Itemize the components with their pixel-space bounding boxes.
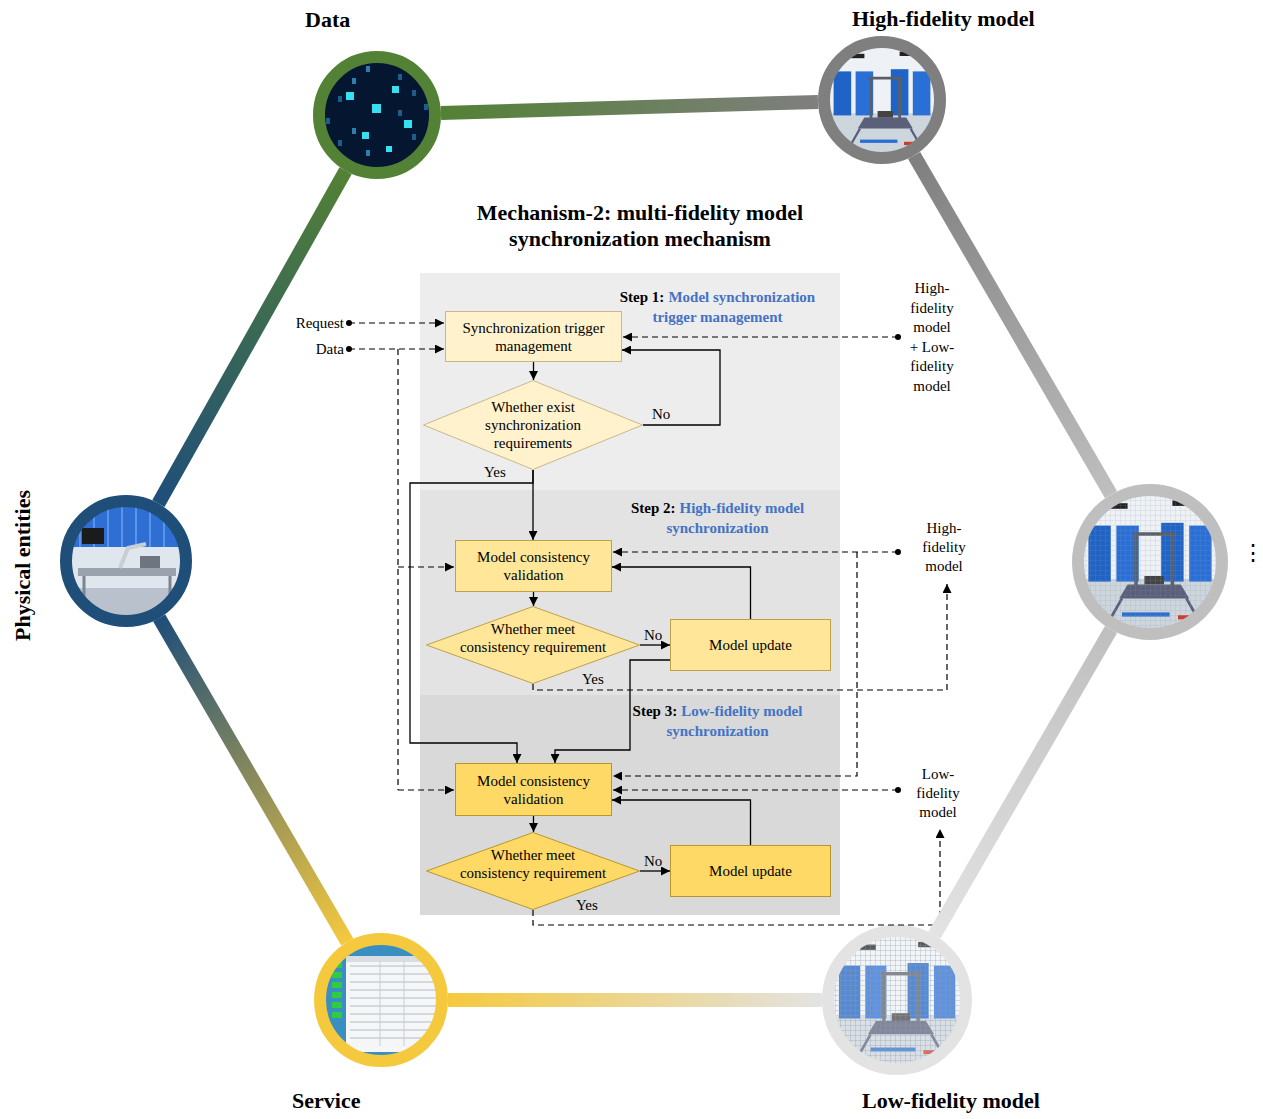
entity-circle: ⋮ — [1072, 484, 1228, 640]
edge-label: Yes — [484, 463, 506, 481]
circle-ring — [60, 495, 192, 627]
circle-ring-outline — [319, 57, 435, 173]
diamond-text-wrap: Whether meet consistency requirement — [426, 832, 640, 910]
circle-ring — [314, 933, 448, 1067]
process-box: Model consistency validation — [455, 763, 612, 816]
circle-heading: ⋮ — [1242, 540, 1263, 565]
step-heading: Step 3:Low-fidelity model synchronizatio… — [605, 701, 830, 741]
step-number: Step 2: — [631, 500, 676, 516]
circle-heading: Data — [305, 7, 350, 32]
side-label: High-fidelity model — [920, 519, 968, 576]
flow-arrow — [533, 592, 534, 606]
circle-ring — [822, 925, 972, 1075]
side-label: High-fidelity model + Low-fidelity model — [908, 279, 956, 396]
edge-label: No — [644, 626, 662, 644]
box-text: Model update — [709, 862, 792, 880]
step-heading: Step 1:Model synchronization trigger man… — [605, 287, 830, 327]
decision-diamond: Whether meet consistency requirement — [426, 832, 640, 910]
circle-ring-outline — [66, 501, 186, 621]
entity-circle: High-fidelity model — [818, 36, 946, 164]
hexagon-link — [159, 618, 347, 942]
diamond-text-wrap: Whether exist synchronization requiremen… — [423, 380, 643, 470]
diagram-title: Mechanism-2: multi-fidelity model synchr… — [440, 200, 840, 252]
edge-label: No — [652, 405, 670, 423]
decision-text: Whether exist synchronization requiremen… — [474, 398, 592, 452]
circle-heading: Physical entities — [9, 490, 34, 641]
hexagon-link — [441, 102, 818, 113]
hexagon-link — [158, 171, 345, 504]
diamond-shape — [427, 607, 640, 684]
process-box: Model consistency validation — [455, 540, 612, 592]
diamond-shape — [427, 833, 640, 910]
step-name: Model synchronization trigger management — [652, 289, 815, 325]
box-text: Model consistency validation — [462, 548, 605, 584]
circle-ring-outline — [828, 931, 966, 1069]
circle-ring-outline — [1078, 490, 1222, 634]
circle-ring-outline — [320, 939, 442, 1061]
side-label: Yes — [576, 896, 606, 914]
decision-text: Whether meet consistency requirement — [457, 846, 609, 882]
circle-heading: High-fidelity model — [852, 6, 1035, 31]
decision-text: Whether meet consistency requirement — [457, 620, 609, 656]
step-band: Step 1:Model synchronization trigger man… — [420, 273, 840, 490]
circle-ring — [818, 36, 946, 164]
process-box: Model update — [670, 845, 831, 897]
entity-circle: Physical entities — [60, 495, 192, 627]
diamond-shape — [424, 381, 643, 470]
diamond-text-wrap: Whether meet consistency requirement — [426, 606, 640, 684]
circle-ring — [1072, 484, 1228, 640]
entity-circle: Low-fidelity model — [822, 925, 972, 1075]
flow-arrow — [640, 870, 670, 871]
step-name: High-fidelity model synchronization — [666, 500, 804, 536]
circle-heading: Low-fidelity model — [862, 1088, 1040, 1113]
circle-heading: Service — [292, 1088, 360, 1113]
flow-arrow — [533, 816, 534, 832]
box-text: Synchronization trigger management — [452, 319, 615, 355]
box-text: Model consistency validation — [462, 772, 605, 808]
step-band: Step 3:Low-fidelity model synchronizatio… — [420, 695, 840, 915]
flow-arrow — [533, 362, 534, 380]
edge-label: No — [644, 852, 662, 870]
side-label: Data — [282, 340, 344, 358]
step-heading: Step 2:High-fidelity model synchronizati… — [605, 498, 830, 538]
side-label: Yes — [582, 670, 612, 688]
step-name: Low-fidelity model synchronization — [666, 703, 802, 739]
decision-diamond: Whether meet consistency requirement — [426, 606, 640, 684]
side-label: Request — [282, 314, 344, 332]
flow-arrow — [640, 644, 670, 645]
process-box: Model update — [670, 619, 831, 671]
step-number: Step 3: — [633, 703, 678, 719]
entity-circle: Data — [313, 51, 441, 179]
circle-ring — [313, 51, 441, 179]
hexagon-link — [935, 630, 1112, 936]
process-box: Synchronization trigger management — [445, 311, 622, 362]
side-label: Low-fidelity model — [914, 765, 962, 822]
entity-circle: Service — [314, 933, 448, 1067]
circle-ring-outline — [824, 42, 940, 158]
step-number: Step 1: — [620, 289, 665, 305]
decision-diamond: Whether exist synchronization requiremen… — [423, 380, 643, 470]
box-text: Model update — [709, 636, 792, 654]
hexagon-link — [448, 993, 822, 1007]
